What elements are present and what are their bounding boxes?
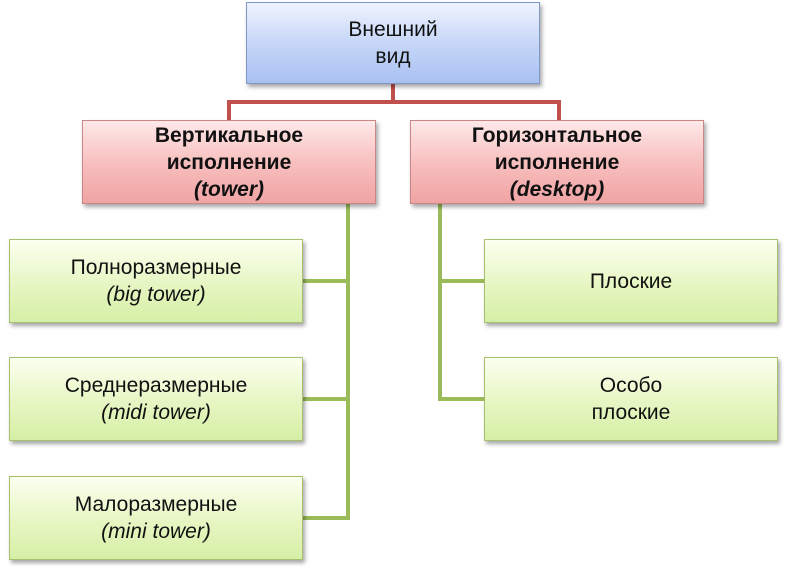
- node-horizontal: Горизонтальное исполнение (desktop): [410, 120, 704, 204]
- node-midi-tower-line2: (midi tower): [101, 401, 211, 424]
- horizontal-branch-connector: [438, 204, 485, 401]
- node-extra-flat: Особо плоские: [484, 357, 778, 441]
- node-vertical: Вертикальное исполнение (tower): [82, 120, 376, 204]
- node-big-tower-line1: Полноразмерные: [70, 256, 242, 279]
- node-flat-line1: Плоские: [589, 269, 673, 293]
- node-big-tower-line2: (big tower): [106, 283, 206, 306]
- node-vertical-line1: Вертикальное: [154, 123, 304, 147]
- node-root-line1: Внешний: [348, 18, 438, 41]
- node-vertical-line2: исполнение: [166, 150, 292, 174]
- root-connector: [227, 84, 561, 120]
- node-extra-flat-line2: плоские: [591, 401, 671, 424]
- node-mini-tower: Малоразмерные (mini tower): [9, 476, 303, 560]
- node-horizontal-line2: исполнение: [494, 150, 620, 174]
- node-root-line2: вид: [375, 45, 411, 68]
- node-midi-tower: Среднеразмерные (midi tower): [9, 357, 303, 441]
- node-vertical-line3: (tower): [194, 177, 264, 201]
- node-extra-flat-line1: Особо: [599, 374, 663, 397]
- node-midi-tower-line1: Среднеразмерные: [64, 374, 248, 397]
- node-horizontal-line1: Горизонтальное: [471, 123, 643, 147]
- node-big-tower: Полноразмерные (big tower): [9, 239, 303, 323]
- vertical-branch-connector: [303, 204, 350, 520]
- node-mini-tower-line2: (mini tower): [101, 520, 211, 543]
- node-mini-tower-line1: Малоразмерные: [74, 493, 238, 516]
- node-horizontal-line3: (desktop): [509, 177, 605, 201]
- node-flat: Плоские: [484, 239, 778, 323]
- node-root: Внешний вид: [246, 2, 540, 84]
